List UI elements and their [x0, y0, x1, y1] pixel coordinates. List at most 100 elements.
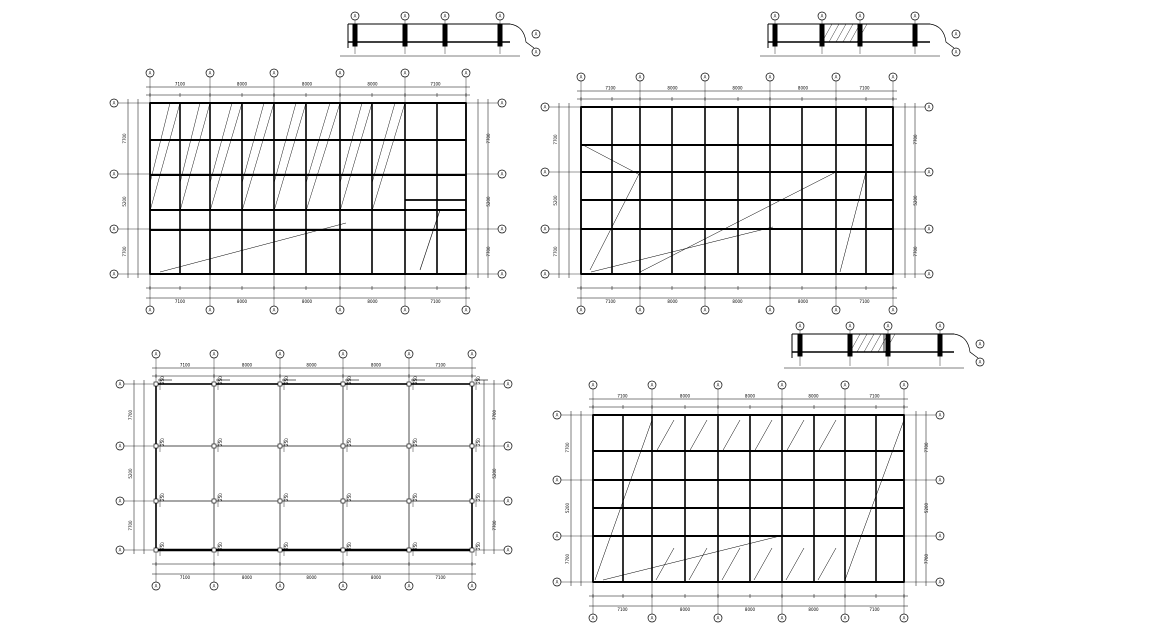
axis-bubble-label: A [580, 308, 583, 313]
axis-bubble-circle [899, 613, 909, 623]
axis-bubble: A [975, 339, 985, 349]
column-mark [340, 547, 346, 553]
axis-bubble-label: A [279, 352, 282, 357]
slab-diagonal [839, 171, 867, 273]
hatch-line [371, 102, 406, 212]
axis-bubble: A [935, 531, 945, 541]
bottom-dimension-text: 8000 [302, 299, 313, 304]
axis-bubble: A [335, 305, 345, 315]
axis-bubble: A [497, 269, 507, 279]
axis-bubble: A [831, 72, 841, 82]
bottom-dimension-text: 8000 [371, 575, 382, 580]
axis-bubble-circle [840, 613, 850, 623]
axis-bubble: A [576, 72, 586, 82]
axis-bubble-circle [951, 47, 961, 57]
axis-bubble-circle [576, 305, 586, 315]
column-size-text: 250 [284, 438, 289, 446]
axis-bubble-circle [899, 380, 909, 390]
axis-bubble-label: A [639, 308, 642, 313]
axis-bubble-circle [335, 68, 345, 78]
axis-bubble: A [647, 613, 657, 623]
axis-bubble: A [588, 613, 598, 623]
axis-bubble: A [109, 169, 119, 179]
axis-bubble: A [840, 613, 850, 623]
bottom-dimension-text: 8000 [367, 299, 378, 304]
axis-bubble: A [115, 496, 125, 506]
bottom-dimension-text: 7100 [859, 299, 870, 304]
axis-bubble: A [205, 68, 215, 78]
bottom-dimension-text: 8000 [667, 299, 678, 304]
axis-bubble: A [461, 68, 471, 78]
top-dimension-text: 7100 [617, 394, 628, 399]
top-dimension-text: 8000 [745, 394, 756, 399]
axis-bubble-circle [540, 102, 550, 112]
bottom-dimension-text: 7100 [435, 575, 446, 580]
axis-bubble: A [115, 441, 125, 451]
axis-bubble-circle [935, 321, 945, 331]
axis-bubble: A [935, 475, 945, 485]
axis-bubble-circle [840, 380, 850, 390]
hatch-line [856, 23, 868, 43]
hatch-line [849, 23, 861, 43]
axis-bubble-label: A [592, 616, 595, 621]
axis-bubble-label: A [821, 14, 824, 19]
axis-bubble-label: A [639, 75, 642, 80]
top-dimension-text: 7100 [869, 394, 880, 399]
top-dimension-text: 8000 [302, 82, 313, 87]
section-column [885, 333, 891, 357]
axis-bubble-label: A [339, 308, 342, 313]
axis-bubble: A [115, 545, 125, 555]
axis-bubble: A [540, 269, 550, 279]
column-size-text: 250 [476, 493, 481, 501]
hatch-line [149, 102, 171, 184]
top-dimension-text: 7100 [859, 86, 870, 91]
section-column [442, 23, 448, 47]
axis-bubble-circle [115, 379, 125, 389]
column-size-text: 250 [218, 493, 223, 501]
axis-bubble-circle [765, 305, 775, 315]
axis-bubble: A [109, 224, 119, 234]
side-dimension-text: 7700 [913, 134, 918, 145]
axis-bubble-label: A [781, 383, 784, 388]
axis-bubble: A [647, 380, 657, 390]
axis-bubble-circle [503, 545, 513, 555]
axis-bubble: A [461, 305, 471, 315]
slab-diagonal [639, 171, 837, 273]
axis-bubble-circle [400, 305, 410, 315]
axis-bubble: A [552, 475, 562, 485]
axis-bubble-label: A [544, 227, 547, 232]
axis-bubble: A [840, 380, 850, 390]
hatch-line [821, 23, 833, 43]
axis-bubble-circle [924, 269, 934, 279]
axis-bubble-circle [975, 357, 985, 367]
axis-bubble-label: A [149, 71, 152, 76]
side-dimension-text: 5200 [492, 468, 497, 479]
axis-bubble-circle [935, 531, 945, 541]
column-mark [469, 498, 475, 504]
axis-bubble-circle [205, 305, 215, 315]
axis-bubble-label: A [279, 584, 282, 589]
axis-bubble: A [924, 102, 934, 112]
axis-bubble-label: A [404, 14, 407, 19]
building-outline [155, 383, 473, 551]
column-mark [277, 443, 283, 449]
column-mark [277, 547, 283, 553]
axis-bubble: A [576, 305, 586, 315]
axis-bubble: A [540, 224, 550, 234]
axis-bubble-circle [647, 613, 657, 623]
column-size-text: 250 [347, 438, 352, 446]
side-dimension-text: 7700 [128, 520, 133, 531]
axis-bubble-label: A [213, 584, 216, 589]
hatch-line [179, 102, 201, 184]
side-dimension-text: 7700 [128, 409, 133, 420]
hatch-line [828, 23, 840, 43]
axis-bubble-circle [145, 68, 155, 78]
stair-flight [655, 419, 675, 453]
column-mark [211, 498, 217, 504]
axis-bubble-circle [924, 102, 934, 112]
bottom-dimension-text: 8000 [237, 299, 248, 304]
axis-bubble: A [935, 410, 945, 420]
axis-bubble-circle [540, 167, 550, 177]
axis-bubble-circle [205, 68, 215, 78]
axis-bubble-label: A [892, 308, 895, 313]
